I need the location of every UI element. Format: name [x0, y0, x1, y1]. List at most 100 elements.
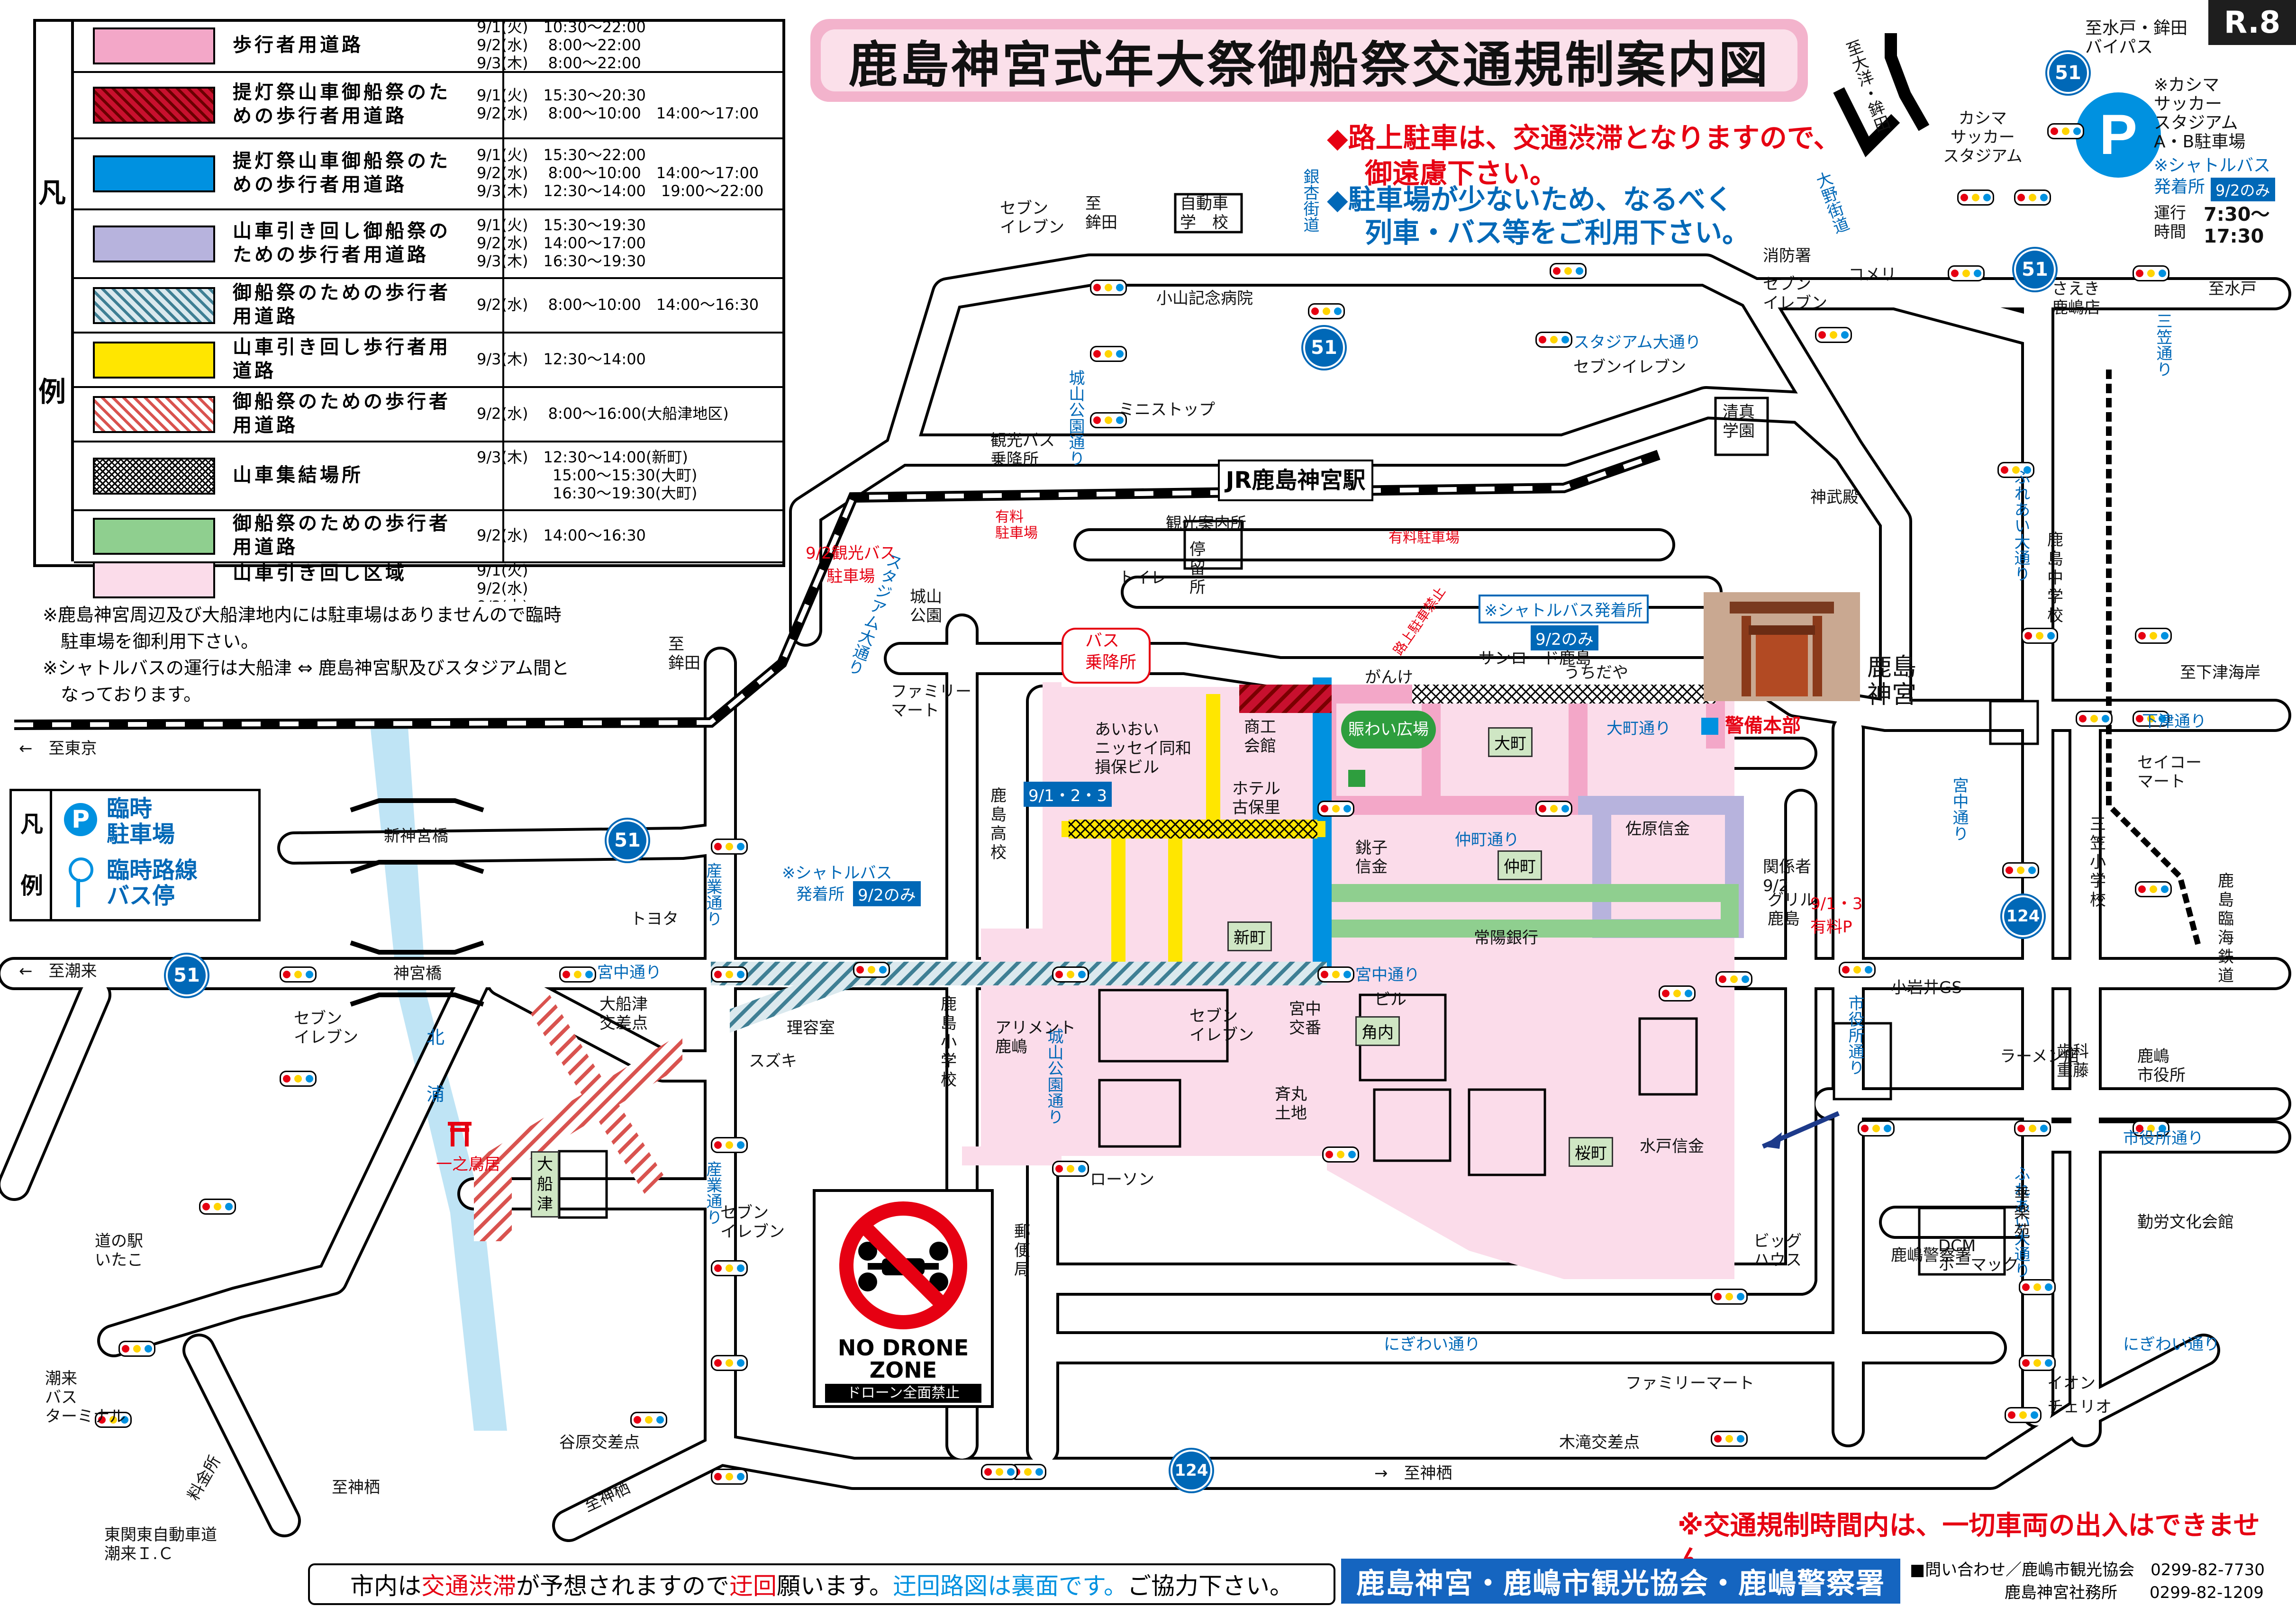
- footer-organization: 鹿島神宮・鹿嶋市観光協会・鹿嶋警察署: [1341, 1559, 1900, 1604]
- traffic-signal-icon: [1715, 971, 1752, 987]
- district-shinmachi: 新町: [1227, 921, 1272, 951]
- stadium-shuttle-day: 9/2のみ: [2211, 178, 2275, 201]
- legend-side: 凡 例: [33, 19, 74, 561]
- street-shiyakusho: 市役所通り: [2123, 1129, 2204, 1148]
- transit-request-2: 列車・バス等をご利用下さい。: [1365, 217, 1750, 249]
- parking-notes: ※鹿島神宮周辺及び大船津地内には駐車場はありませんので臨時 駐車場を御利用下さい…: [43, 602, 682, 715]
- district-omachi: 大町: [1488, 727, 1533, 757]
- legend-row: 山車引き回し御船祭のための歩行者用道路9/1(火) 15:30～19:30 9/…: [74, 208, 782, 279]
- street-fureai-v2: ふれあい大通り: [2011, 1165, 2030, 1278]
- legend-divider: [502, 19, 504, 561]
- hq-icon: [1701, 718, 1718, 735]
- traffic-signal-icon: [280, 1071, 317, 1087]
- legend-dates: 9/1(火) 15:30～19:30 9/2(水) 14:00～17:00 9/…: [477, 216, 646, 270]
- legend-side-label-2: 例: [38, 376, 66, 408]
- street-shiyakusho-v: 市役所通り: [1845, 995, 1864, 1075]
- street-miyanaka: 宮中通り: [597, 963, 662, 982]
- traffic-signal-icon: [1997, 462, 2034, 478]
- landmark-family1: ファミリー マート: [891, 682, 971, 720]
- traffic-signal-icon: [1659, 985, 1696, 1001]
- traffic-signal-icon: [1090, 412, 1127, 428]
- shrine-label: 鹿島 神宮: [1867, 653, 1917, 709]
- message-pre: 市内は: [350, 1572, 421, 1600]
- plaza-marker: [1348, 770, 1365, 787]
- traffic-signal-icon: [2133, 1120, 2169, 1137]
- traffic-signal-icon: [711, 839, 748, 855]
- contact-2-label: 鹿島神宮社務所: [2005, 1583, 2117, 1602]
- route-51-shield: 51: [2047, 52, 2089, 94]
- to-hokota-top: 至 鉾田: [1085, 194, 1117, 232]
- landmark-aeon: イオン: [2047, 1374, 2096, 1393]
- stadium-arrow-icon: [1885, 33, 1930, 131]
- landmark-cherio: チェリオ: [2047, 1398, 2112, 1417]
- district-nakamachi: 仲町: [1497, 850, 1542, 880]
- landmark-family2: ファミリーマート: [1625, 1374, 1754, 1393]
- traffic-signal-icon: [711, 966, 748, 983]
- traffic-signal-icon: [1535, 332, 1572, 348]
- landmark-koban: 宮中 交番: [1289, 1000, 1321, 1038]
- message-detour: 迂回: [729, 1572, 777, 1600]
- detour-message: 市内は 交通渋滞 が予想されますので 迂回 願います。 迂回路図は裏面です。 ご…: [308, 1563, 1335, 1605]
- legend-dates: 9/3(木) 12:30～14:00(新町) 15:00～15:30(大町) 1…: [477, 448, 698, 502]
- ichinotorii-label: 一之鳥居: [436, 1155, 500, 1174]
- street-fureai-v1: ふれあい大通り: [2011, 469, 2030, 582]
- landmark-mikasa_es: 三 笠 小 学 校: [2090, 815, 2106, 910]
- street-sangyo-v2: 産業通り: [703, 1161, 722, 1225]
- traffic-signal-icon: [2019, 1355, 2056, 1371]
- street-shiroyama-v2: 城山公園通り: [1044, 1028, 1063, 1125]
- stadium-parking-name: ※カシマ サッカー スタジアム A・B駐車場: [2154, 75, 2246, 152]
- landmark-sawara: 佐原信金: [1625, 820, 1690, 839]
- landmark-kashima_hs: 鹿 島 高 校: [990, 786, 1007, 862]
- route-51-shield: 51: [2014, 249, 2056, 290]
- traffic-signal-icon: [1317, 966, 1354, 983]
- traffic-signal-icon: [2133, 265, 2169, 281]
- shuttle-west-label: ※シャトルバス: [782, 864, 892, 883]
- lantern-road-red: [1239, 685, 1332, 713]
- street-nigiwai-2: にぎわい通り: [2123, 1335, 2220, 1354]
- landmark-dcm: DCM ホーマック: [1938, 1236, 2019, 1274]
- landmark-shiroyama_park: 城山 公園: [910, 587, 942, 625]
- landmark-jidousha: 自動車 学 校: [1180, 194, 1228, 232]
- landmark-choshi: 銚子 信金: [1355, 839, 1388, 876]
- plaza-label: 賑わい広場: [1341, 711, 1436, 749]
- no-drone-line3: ドローン全面禁止: [825, 1384, 981, 1403]
- page-number: R.8: [2208, 0, 2296, 45]
- legend-swatch: [93, 287, 215, 324]
- route-51-shield: 51: [166, 955, 208, 996]
- contact-2-tel: 0299-82-1209: [2150, 1583, 2264, 1602]
- stadium-shuttle-stop: 発着所: [2154, 177, 2205, 197]
- traffic-signal-icon: [2002, 862, 2039, 878]
- jingu-bridge-label: 神宮橋: [393, 964, 442, 983]
- bus-stop-bubble: [1062, 628, 1151, 684]
- landmark-police: 鹿嶋警察署: [1891, 1246, 1971, 1265]
- message-mid2: 願います。: [777, 1572, 893, 1600]
- note-line: ※シャトルバスの運行は大船津 ⇔ 鹿島神宮駅及びスタジアム間と: [43, 658, 570, 678]
- traffic-signal-icon: [711, 1355, 748, 1371]
- traffic-signal-icon: [2076, 711, 2113, 727]
- legend-name: 御船祭のための歩行者用道路: [233, 281, 451, 327]
- district-kakuuchi: 角内: [1355, 1016, 1400, 1046]
- legend-dates: 9/2(水) 8:00～10:00 14:00～16:30: [477, 295, 759, 314]
- traffic-signal-icon: [853, 962, 890, 978]
- legend-name: 提灯祭山車御船祭のための歩行者用道路: [233, 150, 451, 196]
- traffic-signal-icon: [1711, 1289, 1748, 1305]
- no-drone-line1: NO DRONE: [837, 1335, 969, 1361]
- traffic-signal-icon: [280, 966, 317, 983]
- legend-row: 御船祭のための歩行者用道路 9/2(水) 8:00～10:00 14:00～16:…: [74, 277, 782, 334]
- traffic-signal-icon: [2021, 628, 2058, 644]
- landmark-komeri: コメリ: [1848, 265, 1897, 284]
- landmark-ganke: がんけ: [1365, 668, 1413, 687]
- hq-label: 警備本部: [1725, 715, 1801, 737]
- contact-1-tel: 0299-82-7730: [2151, 1561, 2265, 1579]
- landmark-ariment: アリメント 鹿嶋: [995, 1019, 1076, 1056]
- stadium-hours-label: 運行 時間: [2154, 204, 2186, 242]
- landmark-koiwai: 小岩井GS: [1891, 978, 1962, 997]
- traffic-signal-icon: [559, 966, 596, 983]
- landmark-seven4: セブン イレブン: [294, 1009, 358, 1047]
- legend-row: 提灯祭山車御船祭のための歩行者用道路9/1(火) 15:30～20:30 9/2…: [74, 71, 782, 139]
- landmark-suzuki: スズキ: [749, 1052, 797, 1071]
- shuttle-station-day: 9/2のみ: [1531, 625, 1598, 650]
- landmark-seven5: セブン イレブン: [1189, 1007, 1254, 1045]
